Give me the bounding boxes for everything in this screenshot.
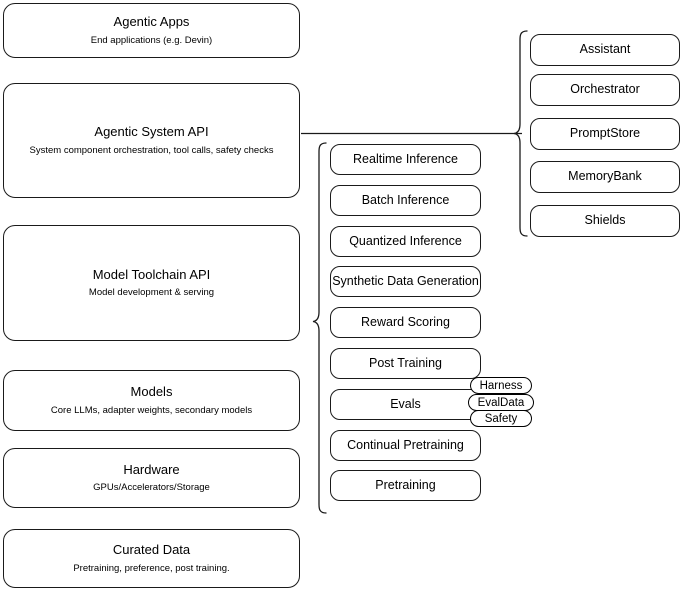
layer-subtitle: System component orchestration, tool cal… (29, 144, 274, 156)
toolchain-item-label: Quantized Inference (349, 233, 462, 248)
toolchain-item-quantized-inference[interactable]: Quantized Inference (330, 226, 481, 257)
layer-box-models[interactable]: Models Core LLMs, adapter weights, secon… (3, 370, 300, 431)
toolchain-item-label: Evals (390, 396, 421, 411)
toolchain-item-continual-pretraining[interactable]: Continual Pretraining (330, 430, 481, 461)
layer-title: Curated Data (112, 542, 191, 558)
layer-title: Models (130, 384, 173, 400)
layer-subtitle: End applications (e.g. Devin) (90, 34, 213, 46)
layer-subtitle: Core LLMs, adapter weights, secondary mo… (50, 404, 253, 416)
layer-title: Agentic Apps (113, 14, 190, 30)
toolchain-item-evals[interactable]: Evals (330, 389, 481, 420)
toolchain-item-batch-inference[interactable]: Batch Inference (330, 185, 481, 216)
system-component-orchestrator[interactable]: Orchestrator (530, 74, 680, 106)
system-component-assistant[interactable]: Assistant (530, 34, 680, 66)
evals-pill-harness[interactable]: Harness (470, 377, 532, 394)
system-component-label: PromptStore (569, 126, 641, 141)
layer-subtitle: Model development & serving (88, 287, 215, 299)
evals-pill-evaldata[interactable]: EvalData (468, 394, 534, 411)
evals-pill-label: Harness (479, 379, 523, 392)
layer-title: Hardware (123, 461, 180, 477)
toolchain-item-label: Batch Inference (361, 192, 450, 207)
evals-pill-label: Safety (484, 412, 518, 425)
toolchain-item-label: Post Training (369, 355, 442, 370)
middle-brace (312, 142, 327, 514)
system-component-promptstore[interactable]: PromptStore (530, 118, 680, 150)
system-component-label: MemoryBank (568, 169, 642, 184)
system-component-label: Orchestrator (570, 82, 640, 97)
toolchain-item-label: Synthetic Data Generation (332, 273, 479, 288)
layer-box-hardware[interactable]: Hardware GPUs/Accelerators/Storage (3, 448, 300, 508)
toolchain-item-label: Pretraining (375, 477, 436, 492)
system-component-label: Shields (584, 213, 626, 228)
layer-box-curated-data[interactable]: Curated Data Pretraining, preference, po… (3, 529, 300, 588)
layer-title: Agentic System API (94, 124, 209, 140)
system-component-shields[interactable]: Shields (530, 205, 680, 237)
layer-box-model-toolchain-api[interactable]: Model Toolchain API Model development & … (3, 225, 300, 341)
layer-subtitle: GPUs/Accelerators/Storage (93, 482, 210, 494)
toolchain-item-synthetic-data-generation[interactable]: Synthetic Data Generation (330, 266, 481, 297)
layer-title: Model Toolchain API (92, 266, 211, 282)
evals-pill-safety[interactable]: Safety (470, 410, 532, 427)
toolchain-item-reward-scoring[interactable]: Reward Scoring (330, 307, 481, 338)
toolchain-item-realtime-inference[interactable]: Realtime Inference (330, 144, 481, 175)
toolchain-item-pretraining[interactable]: Pretraining (330, 470, 481, 501)
toolchain-item-label: Realtime Inference (353, 151, 458, 166)
right-brace (513, 30, 528, 237)
toolchain-item-label: Continual Pretraining (347, 437, 464, 452)
layer-box-agentic-system-api[interactable]: Agentic System API System component orch… (3, 83, 300, 198)
system-component-label: Assistant (579, 42, 631, 57)
toolchain-item-post-training[interactable]: Post Training (330, 348, 481, 379)
layer-subtitle: Pretraining, preference, post training. (73, 562, 230, 574)
evals-pill-label: EvalData (477, 396, 525, 409)
layer-box-agentic-apps[interactable]: Agentic Apps End applications (e.g. Devi… (3, 3, 300, 58)
toolchain-item-label: Reward Scoring (361, 314, 450, 329)
system-component-memorybank[interactable]: MemoryBank (530, 161, 680, 193)
